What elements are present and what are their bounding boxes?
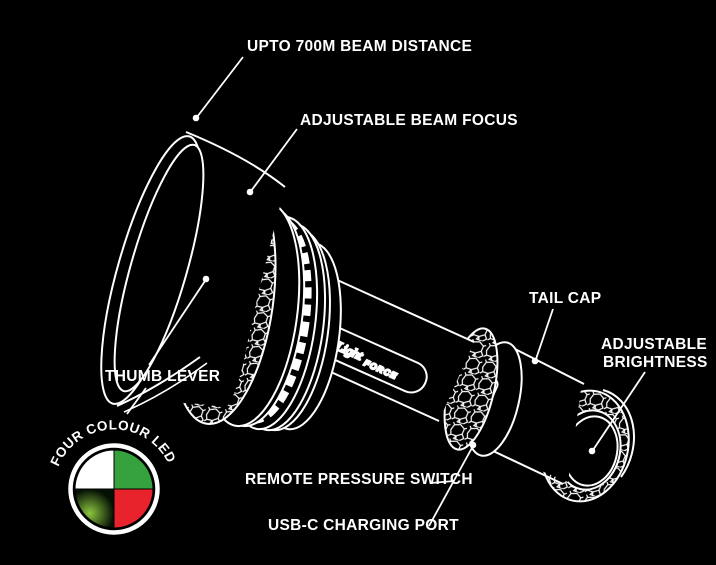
label-remote-pressure-switch: REMOTE PRESSURE SWITCH — [245, 471, 473, 488]
label-thumb-lever: THUMB LEVER — [105, 368, 220, 385]
label-adjustable-brightness-2: BRIGHTNESS — [603, 354, 708, 371]
leader-beam-distance — [196, 56, 244, 118]
callout-labels: UPTO 700M BEAM DISTANCE ADJUSTABLE BEAM … — [105, 38, 708, 534]
leader-dots — [192, 114, 596, 455]
leader-thumb-lever-lower — [126, 387, 147, 415]
led-quadrant-gradient-green — [74, 488, 115, 529]
leader-tail-cap — [535, 308, 554, 360]
dot-tail-cap — [531, 357, 539, 365]
head-rim-inner — [113, 143, 205, 393]
tail-cone-bottom-edge — [490, 449, 564, 485]
led-quadrant-green — [113, 449, 154, 490]
bell-bottom-edge-2 — [123, 362, 208, 413]
dot-thumb-lever — [202, 275, 210, 283]
bell-bottom-edge — [116, 356, 201, 407]
leader-beam-focus — [250, 128, 298, 192]
tail-crown-lip — [602, 389, 636, 478]
dot-beam-distance — [192, 114, 200, 122]
dot-usb-port — [469, 441, 477, 449]
body-top-edge — [334, 278, 475, 343]
leader-thumb-lever-upper — [148, 280, 206, 366]
label-adjustable-brightness-1: ADJUSTABLE — [601, 336, 707, 353]
dot-brightness — [588, 447, 596, 455]
label-beam-distance: UPTO 700M BEAM DISTANCE — [247, 38, 472, 55]
leader-remote-switch-underscore — [430, 480, 455, 484]
tail-cone-top-edge — [512, 347, 585, 385]
flashlight-drawing: Light FORCE — [100, 131, 636, 503]
leader-brightness — [592, 371, 646, 451]
led-quadrant-white — [74, 449, 115, 490]
led-quadrants — [74, 449, 154, 529]
leader-lines — [126, 56, 646, 527]
label-tail-cap: TAIL CAP — [529, 290, 601, 307]
led-quadrant-red — [113, 488, 154, 529]
bell-top-edge — [185, 131, 286, 188]
label-beam-focus: ADJUSTABLE BEAM FOCUS — [300, 112, 518, 129]
label-usb-charging-port: USB-C CHARGING PORT — [268, 517, 459, 534]
dot-beam-focus — [246, 188, 254, 196]
four-colour-led-badge: FOUR COLOUR LED — [47, 417, 178, 535]
leader-usb-port — [428, 445, 474, 527]
